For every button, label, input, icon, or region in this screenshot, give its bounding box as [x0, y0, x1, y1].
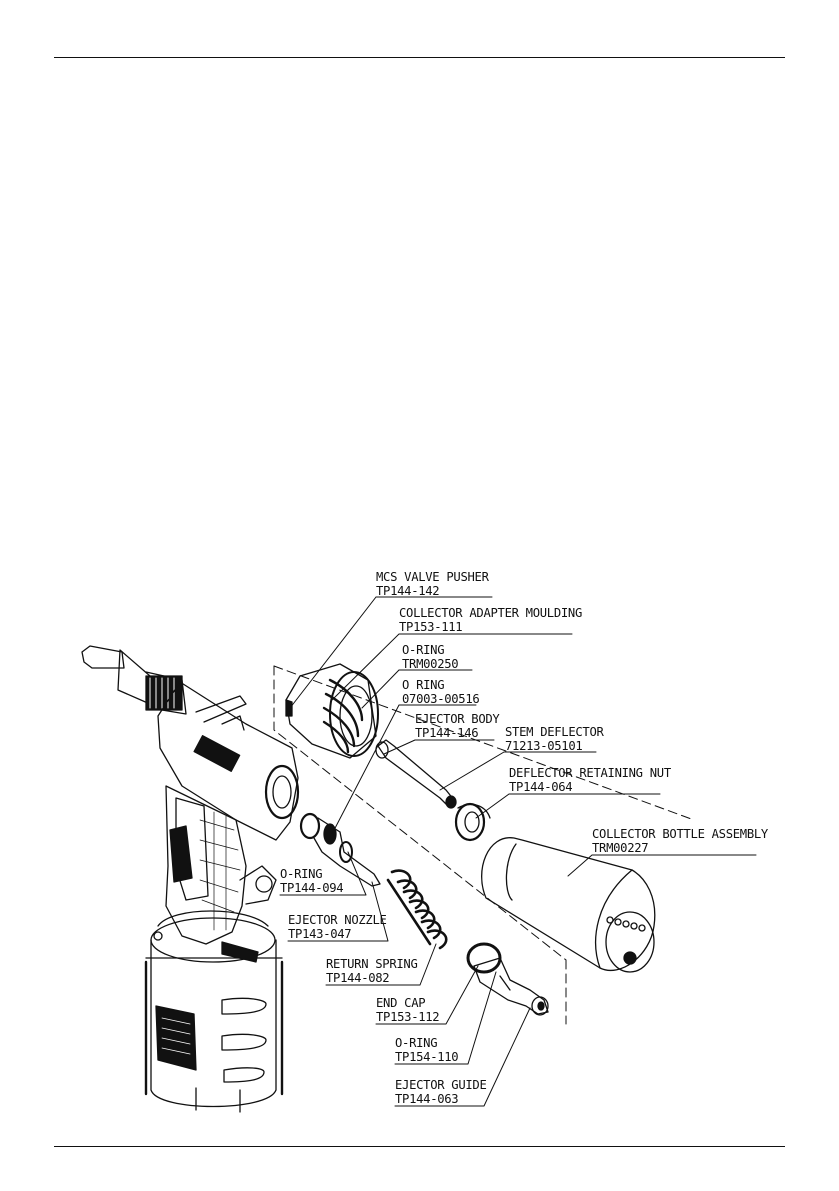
callout-part-number: 71213-05101 — [505, 739, 582, 753]
callout-part-number: 07003-00516 — [402, 692, 479, 706]
return-spring-part — [386, 869, 448, 950]
collector-bottle-part — [481, 837, 656, 973]
footer-rule — [54, 1146, 785, 1147]
callout-name: O-RING — [280, 867, 322, 881]
callout-name: STEM DEFLECTOR — [505, 725, 604, 739]
callout-part-number: TP144-082 — [326, 971, 389, 985]
callout-name: EJECTOR GUIDE — [395, 1078, 487, 1092]
callout-part-number: TP144-146 — [415, 726, 478, 740]
callout-part-number: TP144-064 — [509, 780, 572, 794]
rivet-tool-drawing — [81, 645, 300, 1113]
callout-name: RETURN SPRING — [326, 957, 418, 971]
leader-lines — [279, 596, 757, 1107]
callout-name: COLLECTOR ADAPTER MOULDING — [399, 606, 582, 620]
callout-part-number: TP144-142 — [376, 584, 439, 598]
callout-part-number: TRM00250 — [402, 657, 458, 671]
callout-part-number: TP153-112 — [376, 1010, 439, 1024]
stem-deflector-part — [375, 739, 457, 809]
callout-part-number: TP144-094 — [280, 881, 343, 895]
callout-name: MCS VALVE PUSHER — [376, 570, 490, 584]
callout-part-number: TP154-110 — [395, 1050, 458, 1064]
callout-part-number: TP144-063 — [395, 1092, 458, 1106]
collector-adapter-moulding-part — [285, 663, 379, 759]
callout-name: O-RING — [402, 643, 444, 657]
callout-name: END CAP — [376, 996, 425, 1010]
callout-part-number: TP153-111 — [399, 620, 462, 634]
callout-name: EJECTOR NOZZLE — [288, 913, 387, 927]
callout-part-number: TRM00227 — [592, 841, 648, 855]
callout-name: EJECTOR BODY — [415, 712, 500, 726]
callout-name: O-RING — [395, 1036, 437, 1050]
callout-name: O RING — [402, 678, 444, 692]
ejector-body-part — [299, 812, 381, 887]
callout-part-number: TP143-047 — [288, 927, 351, 941]
header-rule — [54, 57, 785, 58]
deflector-retaining-nut-part — [454, 802, 491, 842]
callout-name: DEFLECTOR RETAINING NUT — [509, 766, 672, 780]
ejector-guide-part — [466, 942, 549, 1016]
callout-name: COLLECTOR BOTTLE ASSEMBLY — [592, 827, 769, 841]
